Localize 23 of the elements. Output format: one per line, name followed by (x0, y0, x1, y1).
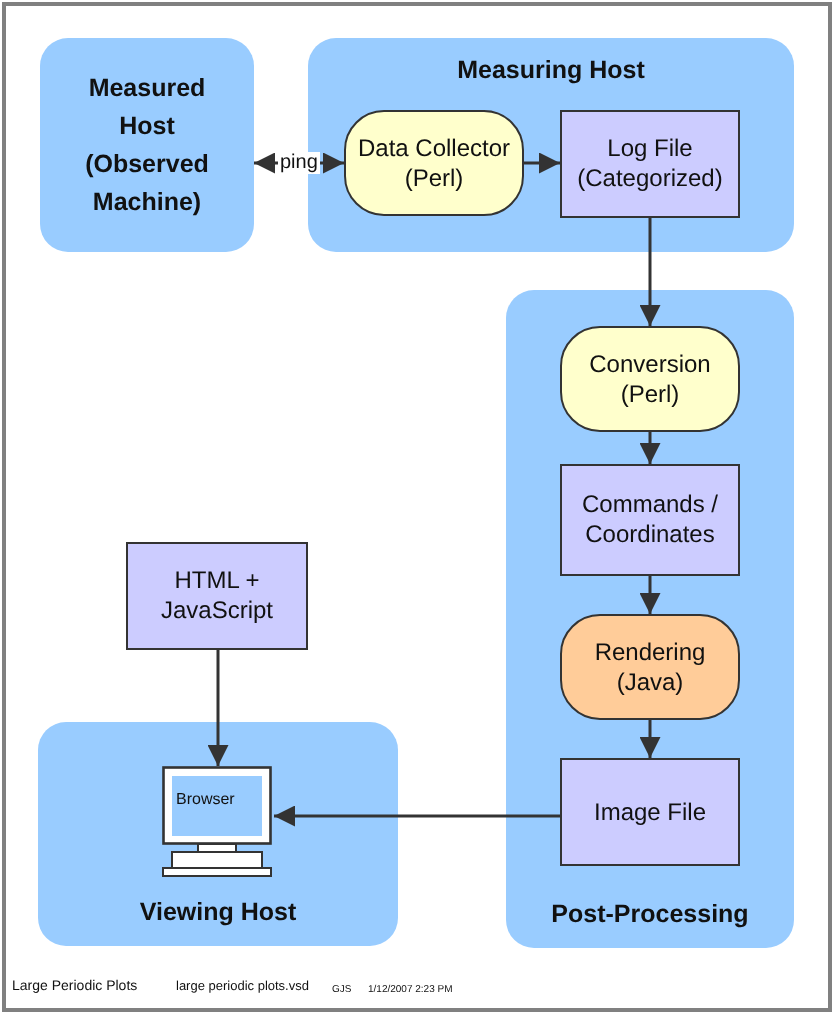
node-label: Log File (Categorized) (575, 134, 725, 194)
node-label: Conversion (Perl) (587, 349, 713, 409)
process-pill (344, 110, 524, 216)
node-label: Data Collector (Perl) (355, 133, 513, 193)
node-label: Image File (591, 797, 709, 827)
process-pill (560, 326, 740, 432)
host-group (506, 290, 794, 948)
document-box (560, 464, 740, 576)
process-pill (560, 614, 740, 720)
screen-label: Browser (176, 790, 235, 808)
group-title: Measuring Host (455, 56, 647, 84)
host-group (38, 722, 398, 946)
document-box (560, 758, 740, 866)
group-title: Viewing Host (137, 898, 299, 926)
node-label: Commands / Coordinates (579, 490, 721, 550)
node-label: Rendering (Java) (592, 637, 708, 697)
document-box (560, 110, 740, 218)
host-group (40, 38, 254, 252)
group-title: Post-Processing (549, 900, 751, 928)
document-box (126, 542, 308, 650)
node-label: HTML + JavaScript (158, 566, 276, 626)
group-title: Measured Host (Observed Machine) (83, 71, 211, 220)
edge-label: ping (278, 152, 320, 174)
